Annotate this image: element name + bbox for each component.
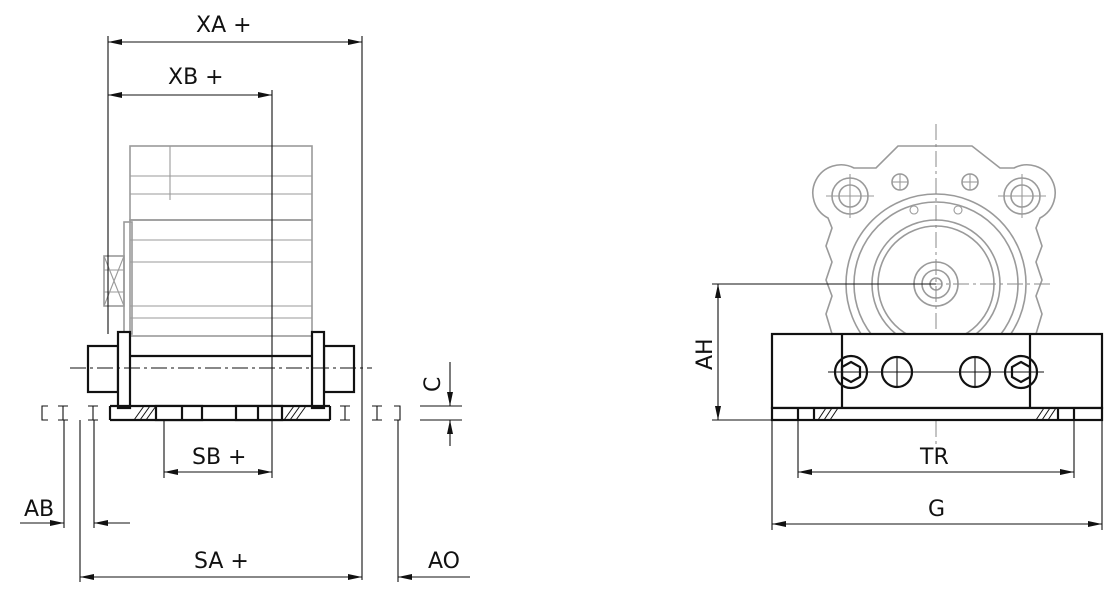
- extension-lines: [63, 36, 462, 582]
- dim-label-c: C: [421, 377, 446, 392]
- dim-label-tr: TR: [919, 445, 949, 470]
- hatching: [133, 405, 307, 421]
- front-view: TR G AH: [693, 124, 1104, 530]
- dim-label-ab: AB: [24, 497, 54, 522]
- dim-label-xb: XB +: [168, 65, 224, 90]
- foot-block: [770, 332, 1104, 422]
- dim-label-sb: SB +: [192, 445, 246, 470]
- dim-label-g: G: [928, 497, 945, 522]
- dim-label-xa: XA +: [196, 13, 252, 38]
- dim-label-sa: SA +: [194, 549, 249, 574]
- cylinder-body: [103, 145, 313, 357]
- foot-mounting: [70, 330, 372, 422]
- side-view: XA + XB + SB + SA + AB AO C: [20, 13, 470, 582]
- dimension-lines: [20, 39, 470, 580]
- dim-label-ao: AO: [428, 549, 460, 574]
- base-reference-marks: [41, 405, 401, 421]
- mounting-bolts: [828, 354, 1044, 390]
- front-dimension-lines: [715, 284, 1102, 527]
- dim-label-ah: AH: [693, 338, 718, 370]
- front-extension-lines: [712, 283, 1103, 530]
